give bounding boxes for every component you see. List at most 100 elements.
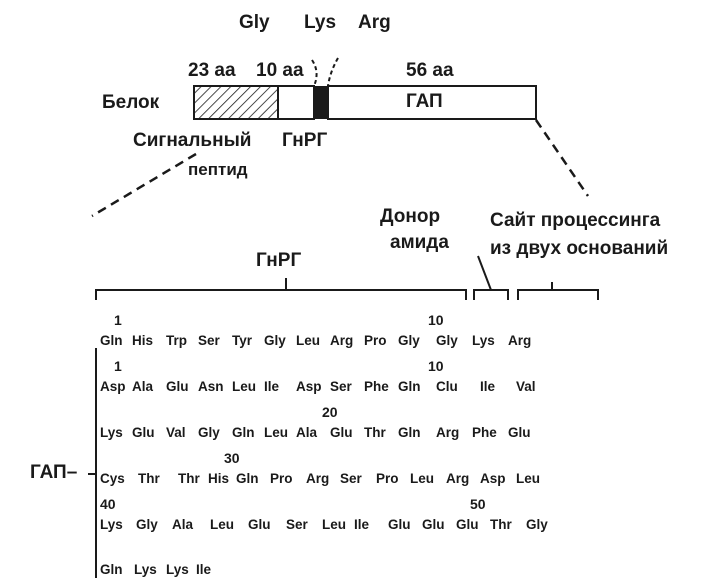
residue-row1-1: Ala xyxy=(132,379,154,394)
residue-row2-4: Gln xyxy=(232,425,255,440)
residue-row5-3: Ile xyxy=(196,562,212,577)
residue-row2-12: Glu xyxy=(508,425,531,440)
gap-number-10: 10 xyxy=(428,358,444,374)
signal-label-line2: пептид xyxy=(188,160,248,179)
residue-row0-9: Gly xyxy=(398,333,420,348)
residue-row1-7: Ser xyxy=(330,379,352,394)
residue-row0-0: Gln xyxy=(100,333,123,348)
spacer-segment xyxy=(277,85,315,120)
gnrg-segment-label: ГнРГ xyxy=(282,130,328,151)
residue-row2-3: Gly xyxy=(198,425,220,440)
site-label-line1: Сайт процессинга xyxy=(490,210,661,231)
residue-row4-6: Leu xyxy=(322,517,347,532)
gap-bracket-label: ГАП– xyxy=(30,462,78,483)
residue-row4-12: Gly xyxy=(526,517,548,532)
residue-row0-7: Arg xyxy=(330,333,354,348)
residue-row1-0: Asp xyxy=(100,379,126,394)
residue-row4-11: Thr xyxy=(490,517,512,532)
residue-row4-2: Ala xyxy=(172,517,194,532)
site-bracket xyxy=(517,282,599,300)
residue-row2-7: Glu xyxy=(330,425,353,440)
residue-row0-1: His xyxy=(132,333,154,348)
residue-row1-10: Clu xyxy=(436,379,458,394)
residue-row4-1: Gly xyxy=(136,517,158,532)
residue-row3-5: Pro xyxy=(270,471,293,486)
residue-row4-10: Glu xyxy=(456,517,479,532)
residue-row3-6: Arg xyxy=(306,471,330,486)
residue-row1-11: Ile xyxy=(480,379,496,394)
residue-row0-3: Ser xyxy=(198,333,220,348)
header-residue-arg: Arg xyxy=(358,12,391,33)
residue-row0-11: Lys xyxy=(472,333,495,348)
residue-row0-4: Tyr xyxy=(232,333,253,348)
residue-row3-2: Thr xyxy=(178,471,200,486)
residue-row2-2: Val xyxy=(166,425,186,440)
residue-row4-7: Ile xyxy=(354,517,370,532)
residue-row4-4: Glu xyxy=(248,517,271,532)
residue-row4-0: Lys xyxy=(100,517,123,532)
residue-row0-6: Leu xyxy=(296,333,321,348)
residue-row3-10: Arg xyxy=(446,471,470,486)
donor-label-line1: Донор xyxy=(380,206,441,227)
signal-label-line1: Сигнальный xyxy=(133,130,252,151)
residue-row2-6: Ala xyxy=(296,425,318,440)
residue-row3-8: Pro xyxy=(376,471,399,486)
residue-row3-1: Thr xyxy=(138,471,160,486)
residue-row3-3: His xyxy=(208,471,230,486)
residue-row4-3: Leu xyxy=(210,517,235,532)
gap-number-20: 20 xyxy=(322,404,338,420)
gap-number-50: 50 xyxy=(470,496,486,512)
signal-peptide-segment xyxy=(193,85,279,120)
residue-row1-5: Ile xyxy=(264,379,280,394)
residue-row5-1: Lys xyxy=(134,562,157,577)
expand-line-left xyxy=(91,152,197,218)
residue-row1-3: Asn xyxy=(198,379,224,394)
length-gap: 56 аа xyxy=(406,60,454,81)
residue-row2-0: Lys xyxy=(100,425,123,440)
gnrg-number-1: 1 xyxy=(114,312,122,328)
residue-row0-12: Arg xyxy=(508,333,532,348)
gap-number-1: 1 xyxy=(114,358,122,374)
residue-row4-8: Glu xyxy=(388,517,411,532)
residue-pointer-right xyxy=(327,57,339,87)
header-residue-lys: Lys xyxy=(304,12,337,33)
residue-row2-10: Arg xyxy=(436,425,460,440)
residue-row3-11: Asp xyxy=(480,471,506,486)
residue-row3-12: Leu xyxy=(516,471,541,486)
gnrg-bracket xyxy=(95,278,467,300)
gnrg-bracket-label: ГнРГ xyxy=(256,250,302,271)
residue-row2-1: Glu xyxy=(132,425,155,440)
residue-row1-2: Glu xyxy=(166,379,189,394)
site-label-line2: из двух оснований xyxy=(490,238,669,259)
residue-row1-6: Asp xyxy=(296,379,322,394)
residue-row1-4: Leu xyxy=(232,379,257,394)
residue-row3-9: Leu xyxy=(410,471,435,486)
header-residue-gly: Gly xyxy=(239,12,270,33)
donor-label-line2: амида xyxy=(390,232,449,253)
residue-row5-0: Gln xyxy=(100,562,123,577)
residue-row0-10: Gly xyxy=(436,333,458,348)
gly-lys-arg-segment xyxy=(314,86,328,119)
gnrg-number-10: 10 xyxy=(428,312,444,328)
length-signal: 23 аа xyxy=(188,60,236,81)
residue-row4-9: Glu xyxy=(422,517,445,532)
residue-row3-0: Cys xyxy=(100,471,125,486)
gap-segment xyxy=(327,85,537,120)
gap-segment-label: ГАП xyxy=(406,91,443,112)
donor-bracket xyxy=(473,255,509,300)
gap-number-30: 30 xyxy=(224,450,240,466)
residue-row0-8: Pro xyxy=(364,333,387,348)
expand-line-right xyxy=(534,119,590,197)
residue-row2-5: Leu xyxy=(264,425,289,440)
residue-pointer-left xyxy=(311,59,318,87)
residue-row1-12: Val xyxy=(516,379,536,394)
residue-row0-2: Trp xyxy=(166,333,188,348)
residue-row1-9: Gln xyxy=(398,379,421,394)
residue-row2-9: Gln xyxy=(398,425,421,440)
residue-row5-2: Lys xyxy=(166,562,189,577)
residue-row3-7: Ser xyxy=(340,471,362,486)
protein-label: Белок xyxy=(102,92,160,113)
residue-row4-5: Ser xyxy=(286,517,308,532)
length-spacer: 10 аа xyxy=(256,60,304,81)
